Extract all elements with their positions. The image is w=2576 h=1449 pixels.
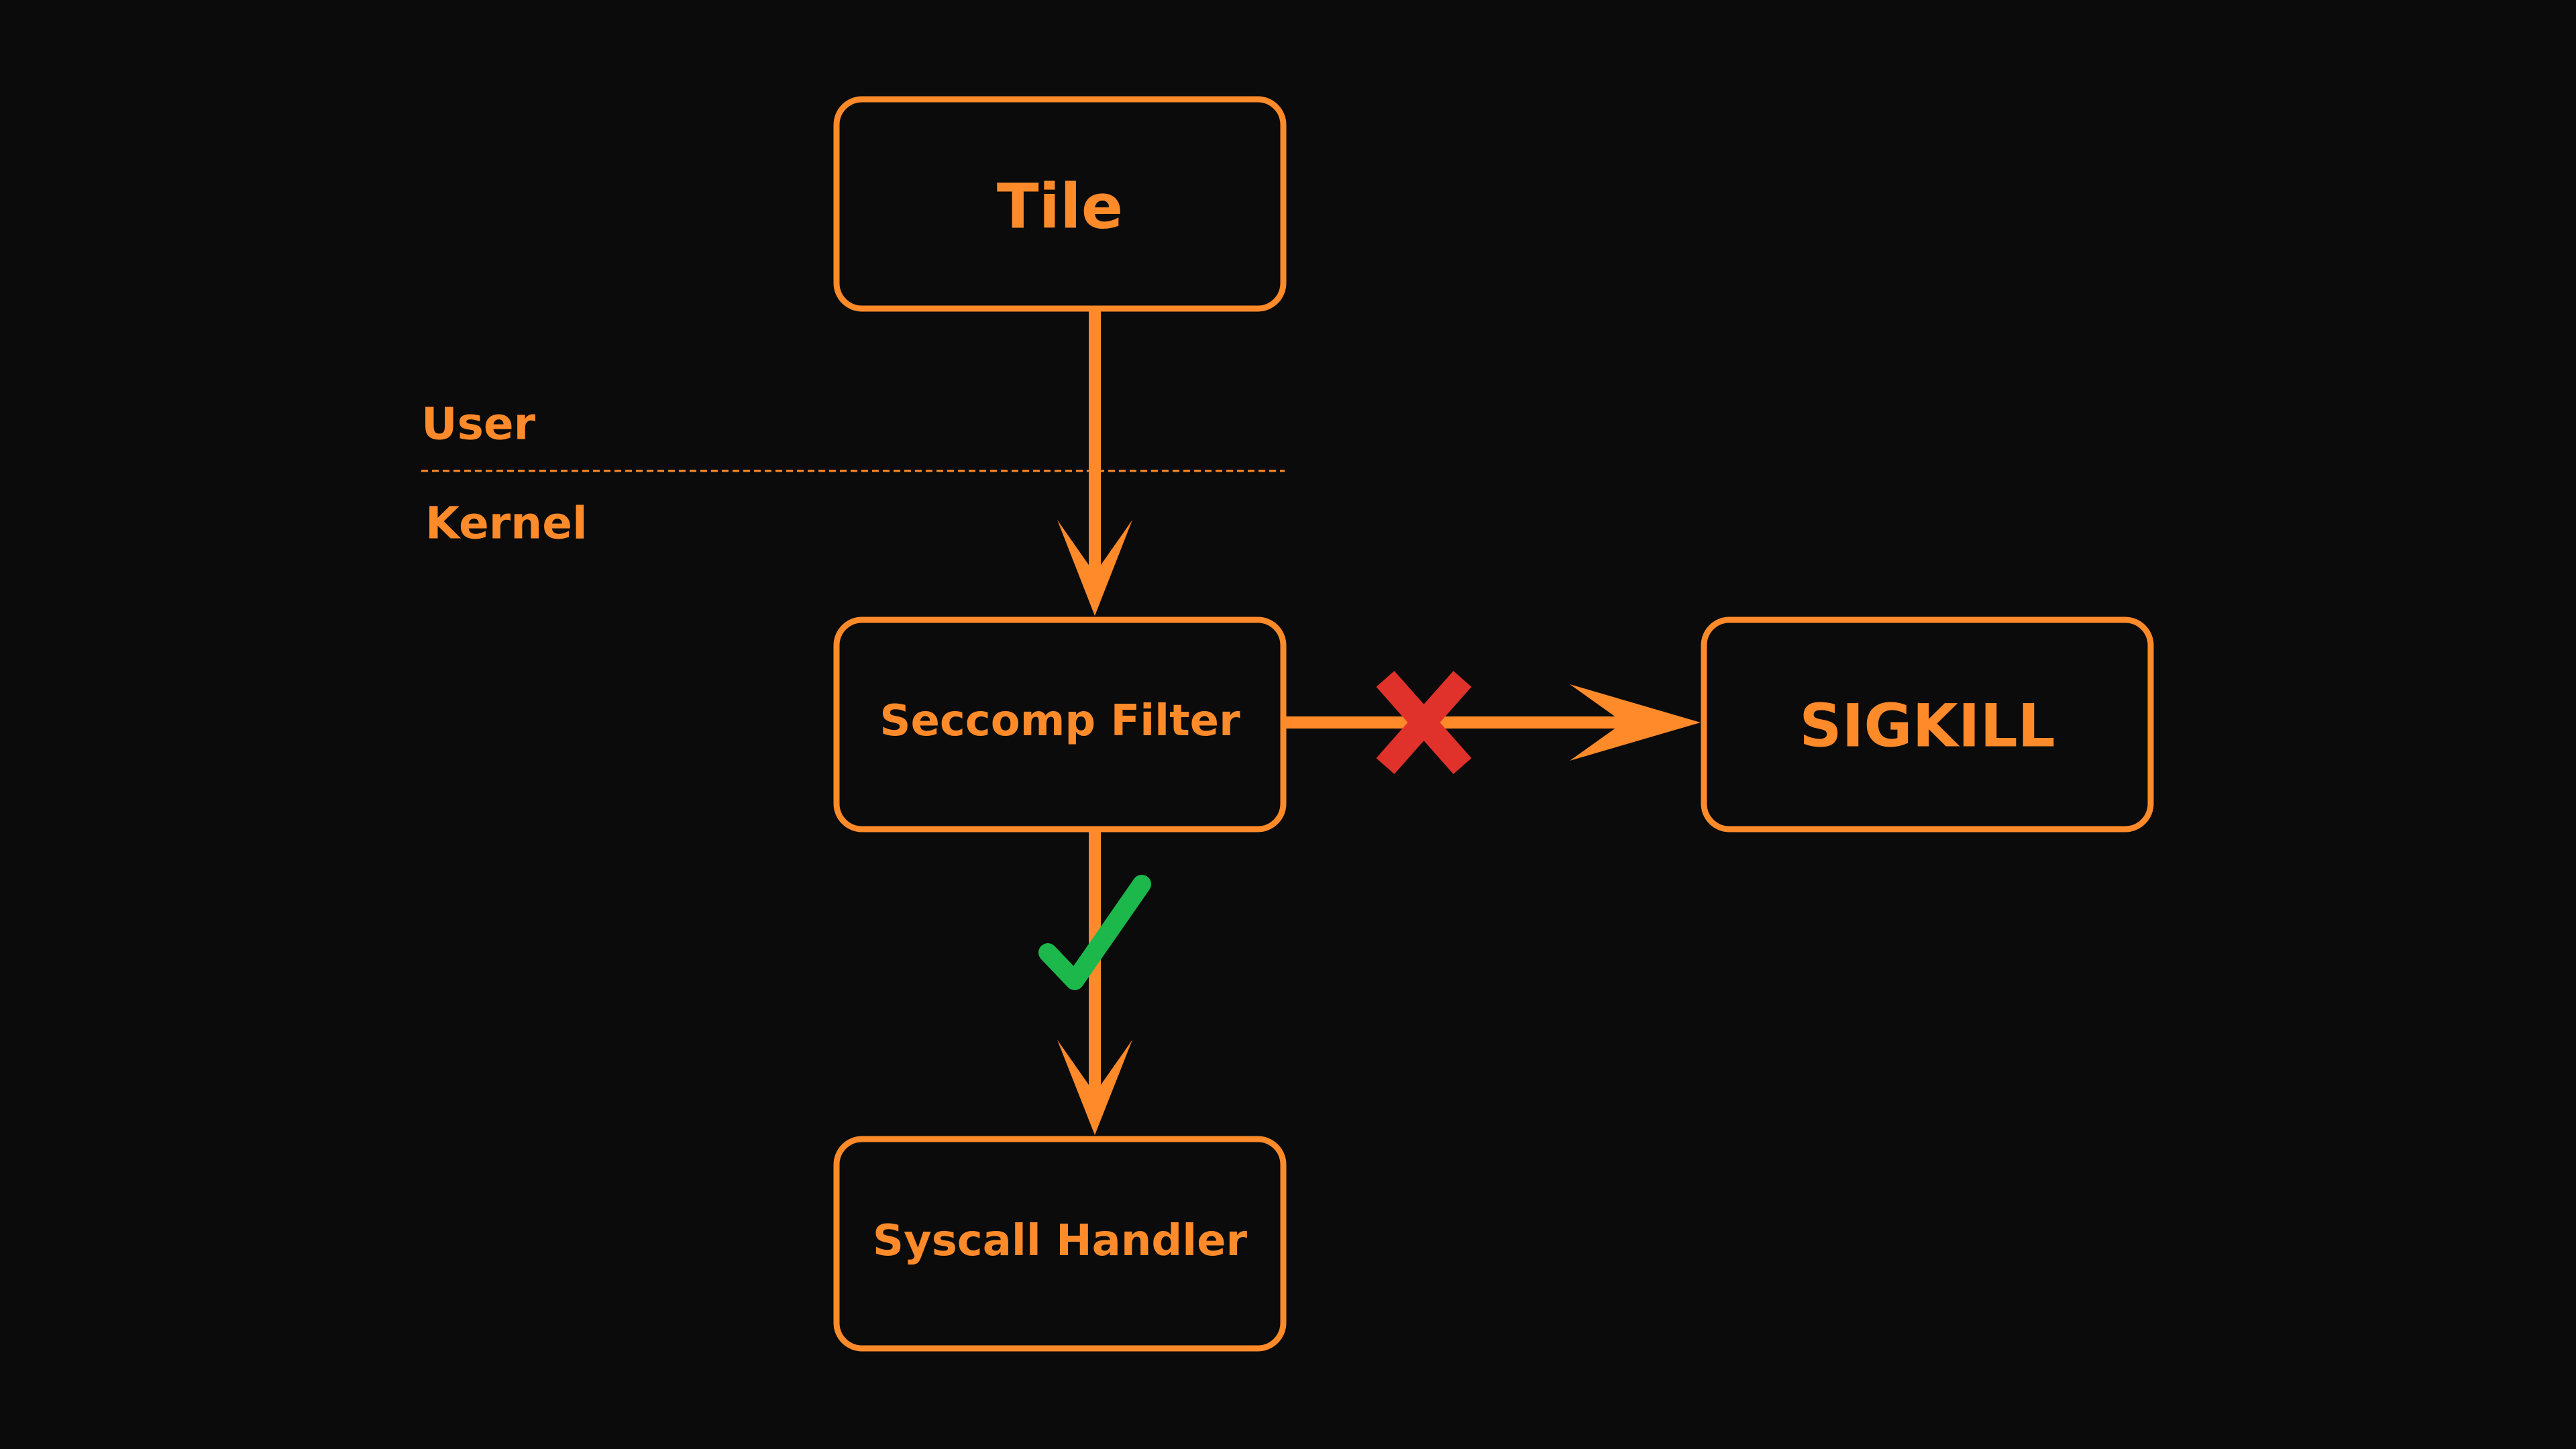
node-seccomp-filter: Seccomp Filter — [833, 616, 1287, 833]
node-syscall-handler-label: Syscall Handler — [873, 1216, 1248, 1266]
node-sigkill-label: SIGKILL — [1799, 692, 2055, 761]
check-icon — [1038, 875, 1151, 990]
node-tile-label: Tile — [997, 171, 1123, 243]
arrowhead-right-icon — [1570, 684, 1701, 761]
edge-tile-to-seccomp — [1057, 310, 1132, 616]
arrowhead-down-icon — [1057, 520, 1132, 616]
node-seccomp-filter-label: Seccomp Filter — [879, 696, 1240, 746]
kernel-zone-label: Kernel — [425, 498, 588, 549]
edge-seccomp-to-sigkill — [1285, 684, 1701, 761]
cross-icon — [1376, 671, 1472, 774]
user-zone-label: User — [421, 398, 536, 450]
node-syscall-handler: Syscall Handler — [833, 1136, 1287, 1352]
node-sigkill: SIGKILL — [1701, 616, 2154, 833]
node-tile: Tile — [833, 96, 1287, 312]
arrowhead-down-icon — [1057, 1040, 1132, 1135]
